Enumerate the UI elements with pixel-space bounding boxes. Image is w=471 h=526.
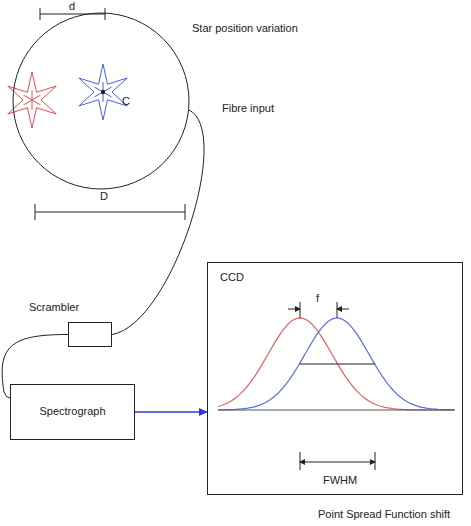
node-label: Spectrograph xyxy=(39,405,105,418)
part-label: Fibre input xyxy=(222,102,274,115)
node-label: CCD xyxy=(220,271,244,284)
node-label: C xyxy=(122,95,130,108)
baseline xyxy=(218,410,455,411)
red-psf xyxy=(218,318,454,410)
dimension-label: FWHM xyxy=(323,474,357,487)
dimension-label: D xyxy=(100,190,108,203)
f-dimension xyxy=(288,302,349,318)
circle-outline xyxy=(12,12,190,190)
fibre-line xyxy=(112,110,204,335)
dimension-label: d xyxy=(69,0,75,13)
star-spoke xyxy=(32,100,33,110)
star-spoke xyxy=(32,95,41,100)
caption-label: Point Spread Function shift xyxy=(318,508,450,521)
centre-dot xyxy=(101,90,105,94)
blue-psf xyxy=(218,318,454,410)
star-spoke xyxy=(32,90,33,100)
star-spoke xyxy=(32,100,41,105)
star-spoke xyxy=(24,100,33,105)
ccd-box: CCD xyxy=(207,262,463,495)
D-dimension xyxy=(35,204,185,220)
star xyxy=(79,64,127,120)
fibre-line xyxy=(2,335,68,399)
fibre-input-circle: C xyxy=(12,12,190,190)
fwhm-dimension xyxy=(300,452,375,470)
signal-arrow xyxy=(135,411,207,413)
half-max-line xyxy=(300,364,375,365)
stars xyxy=(8,64,127,128)
spectrograph-box: Spectrograph xyxy=(10,384,135,440)
scrambler-box: Scrambler xyxy=(68,322,112,347)
node-label: Scrambler xyxy=(29,301,79,314)
caption-label: Star position variation xyxy=(192,22,298,35)
dimension-label: f xyxy=(316,292,319,305)
star-spoke xyxy=(24,95,33,100)
